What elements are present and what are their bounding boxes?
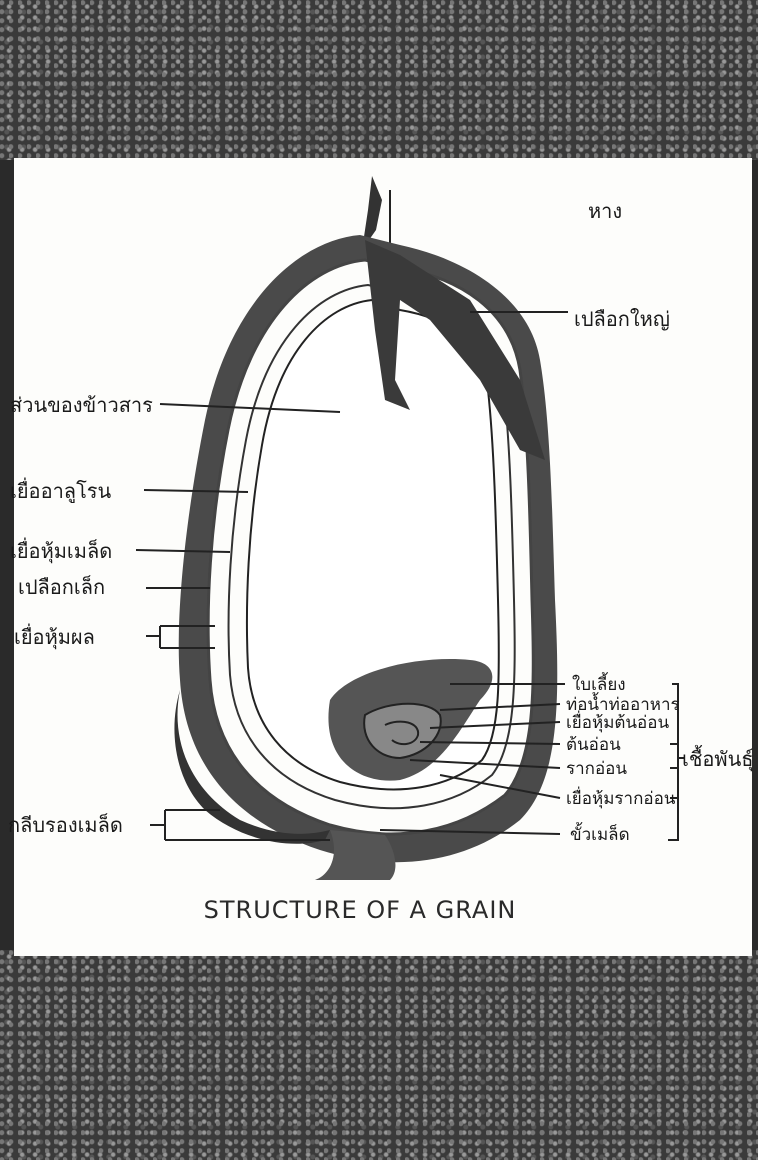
label-glumes: กลีบรองเมล็ด [8, 812, 123, 837]
label-plumule: ต้นอ่อน [566, 735, 621, 755]
label-pericarp: เยื่อหุ้มผล [14, 623, 95, 650]
label-coleorhiza: เยื่อหุ้มรากอ่อน [566, 786, 676, 809]
diagram-title: STRUCTURE OF A GRAIN [204, 896, 517, 924]
label-scutellum: ใบเลี้ยง [572, 672, 626, 695]
label-small-husk: เปลือกเล็ก [18, 574, 105, 599]
label-awn: หาง [588, 199, 622, 223]
label-starch: ส่วนของข้าวสาร [10, 393, 153, 417]
label-radicle: รากอ่อน [566, 759, 627, 779]
label-seed-coat: เยื่อหุ้มเมล็ด [10, 537, 112, 564]
label-hull: เปลือกใหญ่ [574, 307, 670, 331]
label-food-tube: ท่อน้ำท่ออาหาร [566, 692, 680, 715]
label-coleoptile: เยื่อหุ้มต้นอ่อน [566, 710, 669, 733]
label-seed-stalk: ขั้วเมล็ด [570, 822, 630, 845]
label-aleurone: เยื่ออาลูโรน [10, 477, 112, 504]
label-embryo: เชื้อพันธุ์ [682, 745, 753, 772]
